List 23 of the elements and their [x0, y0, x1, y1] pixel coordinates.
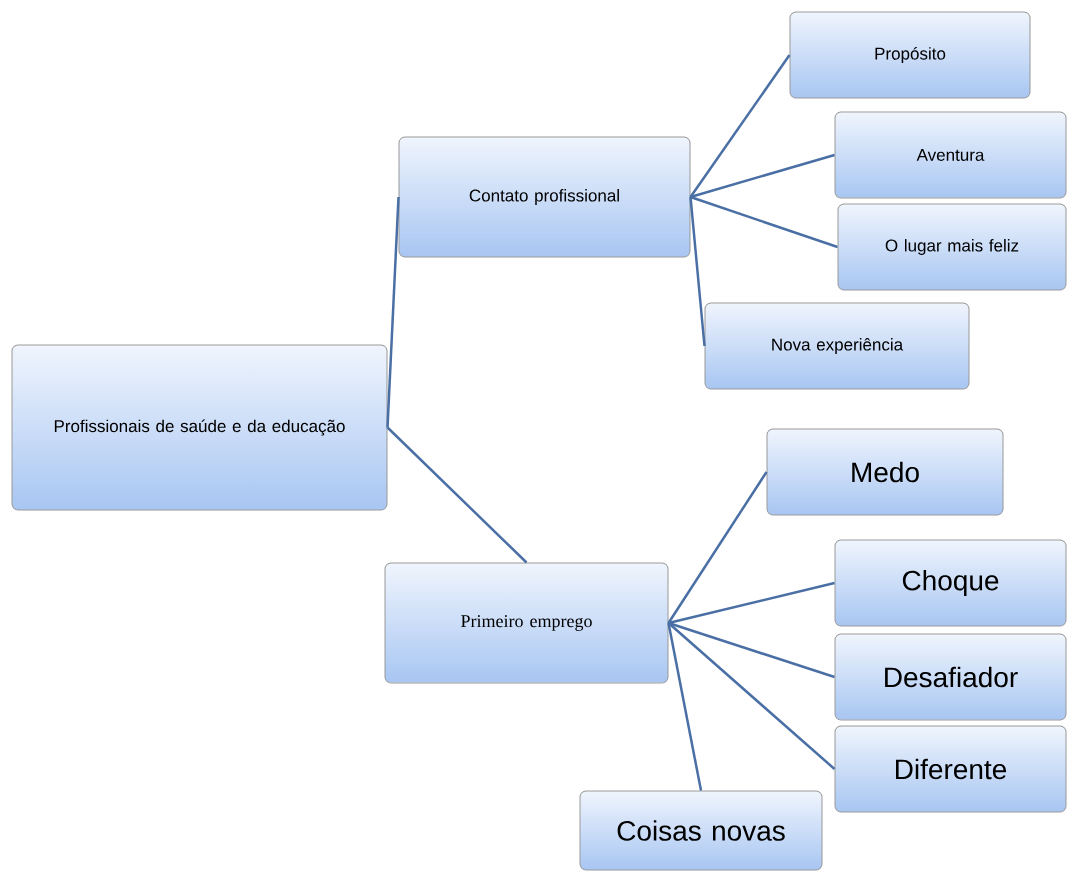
connector-line — [690, 195, 838, 249]
connector-line — [668, 621, 835, 679]
connector-line — [667, 471, 768, 624]
topic-box: Medo — [766, 428, 1004, 516]
connector-line — [689, 54, 791, 198]
topic-box: Primeiro emprego — [384, 562, 669, 684]
connector-line — [690, 153, 835, 199]
connector-line — [667, 622, 703, 791]
connector-line — [667, 622, 836, 770]
topic-box: Choque — [834, 539, 1067, 627]
topic-box: Desafiador — [834, 633, 1067, 721]
connector-line — [689, 196, 706, 347]
topic-box: Nova experiência — [704, 302, 970, 390]
topic-box: Profissionais de saúde e da educação — [11, 344, 388, 511]
connector-line — [386, 196, 400, 428]
topic-box: Contato profissional — [398, 136, 691, 258]
connector-line — [668, 581, 835, 625]
topic-box: Diferente — [834, 725, 1067, 813]
connector-line — [386, 426, 528, 564]
topic-box: Propósito — [789, 11, 1031, 99]
topic-box: Coisas novas — [579, 790, 823, 871]
topic-box: Aventura — [834, 111, 1067, 199]
topic-box: O lugar mais feliz — [837, 203, 1067, 291]
